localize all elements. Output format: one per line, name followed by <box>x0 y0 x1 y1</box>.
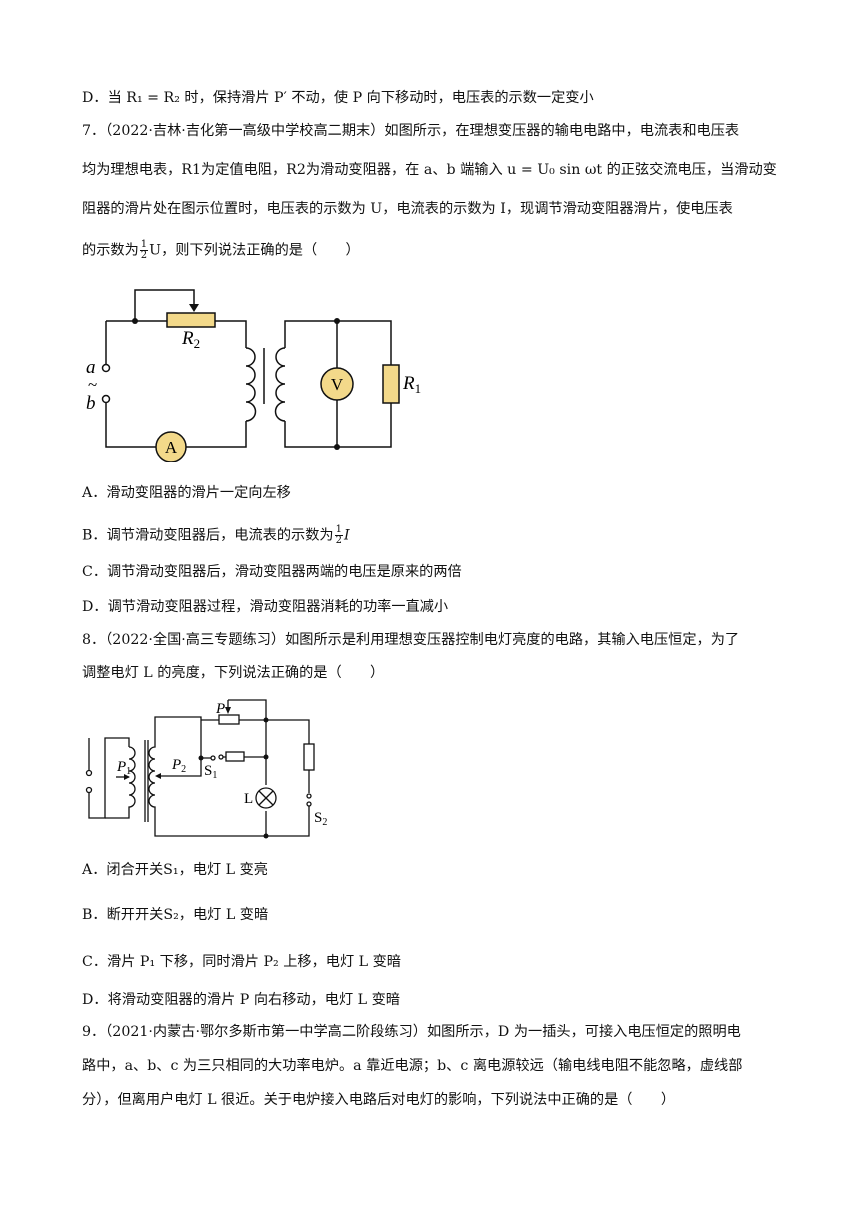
q7-label-v: V <box>331 375 344 394</box>
q7-label-b: b <box>86 393 96 414</box>
q8-label-p: P <box>215 701 225 717</box>
q7-label-tilde: ~ <box>88 375 97 394</box>
q8-label-p2: P2 <box>171 757 186 775</box>
q7-option-d: D．调节滑动变阻器过程，滑动变阻器消耗的功率一直减小 <box>82 599 449 615</box>
q7-option-a: A．滑动变阻器的滑片一定向左移 <box>82 485 291 501</box>
q8-switch-s1 <box>210 754 224 761</box>
q7-option-b-post: I <box>344 527 350 544</box>
q8-transformer-lamp-circuit-figure: P P1 P2 S1 L S2 <box>85 699 327 839</box>
q8-label-l: L <box>244 791 253 807</box>
q8-option-d: D．将滑动变阻器的滑片 P 向右移动，电灯 L 变暗 <box>82 992 400 1008</box>
q7-voltmeter-icon <box>320 367 354 401</box>
q8-lamp-icon <box>255 787 277 809</box>
q7-stem-line-1: 7．（2022·吉林·吉化第一高级中学校高二期末）如图所示，在理想变压器的输电电… <box>82 123 740 139</box>
q7-stem-line-4-pre: 的示数为 <box>82 242 139 259</box>
q8-label-s2: S2 <box>314 810 327 828</box>
q7-ammeter-icon <box>155 431 187 462</box>
q7-resistor-r1 <box>382 364 400 404</box>
q7-resistor-r2 <box>166 312 216 328</box>
q7-stem-line-4-post: U，则下列说法正确的是（ ） <box>149 242 360 259</box>
prev-option-d: D．当 R₁ = R₂ 时，保持滑片 P′ 不动，使 P 向下移动时，电压表的示… <box>82 90 594 106</box>
q8-label-s1: S1 <box>204 763 217 781</box>
q9-stem-line-3: 分），但离用户电灯 L 很近。关于电炉接入电路后对电灯的影响，下列说法中正确的是… <box>82 1092 676 1108</box>
q7-label-a: a <box>86 357 96 378</box>
q8-rheostat-p <box>218 714 240 725</box>
q8-switch-s2 <box>306 793 312 807</box>
q9-stem-line-2: 路中，a、b、c 为三只相同的大功率电炉。a 靠近电源；b、c 离电源较远（输电… <box>82 1058 743 1074</box>
q7-transformer-circuit-figure: R2 R1 a ~ b V A <box>86 289 421 462</box>
q7-stem-line-3: 阻器的滑片处在图示位置时，电压表的示数为 U，电流表的示数为 I，现调节滑动变阻… <box>82 201 733 217</box>
q8-option-a: A．闭合开关S₁，电灯 L 变亮 <box>82 862 268 878</box>
q8-stem-line-1: 8．（2022·全国·高三专题练习）如图所示是利用理想变压器控制电灯亮度的电路，… <box>82 632 740 648</box>
q7-option-b-pre: B．调节滑动变阻器后，电流表的示数为 <box>82 527 334 544</box>
q9-stem-line-1: 9．（2021·内蒙古·鄂尔多斯市第一中学高二阶段练习）如图所示，D 为一插头，… <box>82 1024 741 1040</box>
q8-label-p1: P1 <box>116 759 131 777</box>
q7-label-a-meter: A <box>165 438 178 457</box>
q7-option-c: C．调节滑动变阻器后，滑动变阻器两端的电压是原来的两倍 <box>82 564 462 580</box>
q8-option-b: B．断开开关S₂，电灯 L 变暗 <box>82 907 269 923</box>
q8-option-c: C．滑片 P₁ 下移，同时滑片 P₂ 上移，电灯 L 变暗 <box>82 954 401 970</box>
q8-stem-line-2: 调整电灯 L 的亮度，下列说法正确的是（ ） <box>82 665 385 681</box>
q7-label-r1: R1 <box>402 373 421 396</box>
q7-stem-line-2: 均为理想电表，R1为定值电阻，R2为滑动变阻器，在 a、b 端输入 u = U₀… <box>82 162 777 178</box>
q7-label-r2: R2 <box>181 328 200 351</box>
